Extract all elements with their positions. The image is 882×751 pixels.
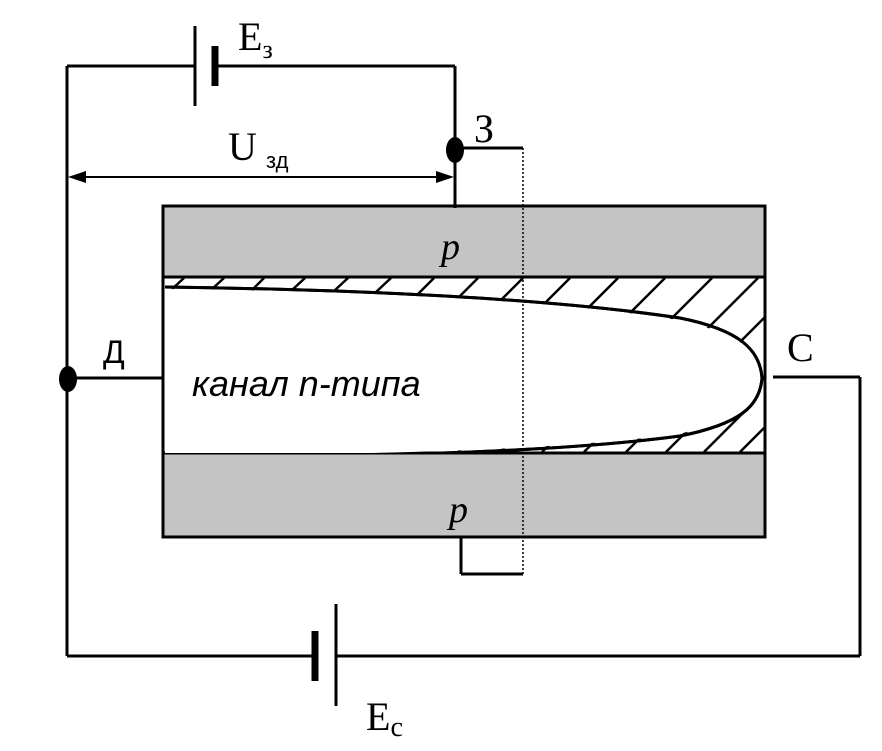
voltage-arrow-left-head [68,171,86,183]
drain-terminal-label: Д [103,334,125,370]
gate-terminal-label: З [474,106,494,151]
p-region-bottom [161,451,767,539]
gate-battery-label: Eз [238,14,273,64]
gate-voltage-subscript: зд [266,148,289,173]
p-region-bottom-label: p [446,489,468,531]
voltage-arrow-right-head [436,171,454,183]
gate-node [446,137,464,163]
p-region-top-label: p [438,226,460,268]
gate-voltage-label: U [228,124,257,169]
channel-label: канал n-типа [192,363,421,404]
source-terminal-label: С [787,325,814,370]
drain-node [59,366,77,392]
channel-interior [165,289,758,453]
drain-battery-label: Eс [366,694,403,743]
p-region-top [161,204,767,279]
